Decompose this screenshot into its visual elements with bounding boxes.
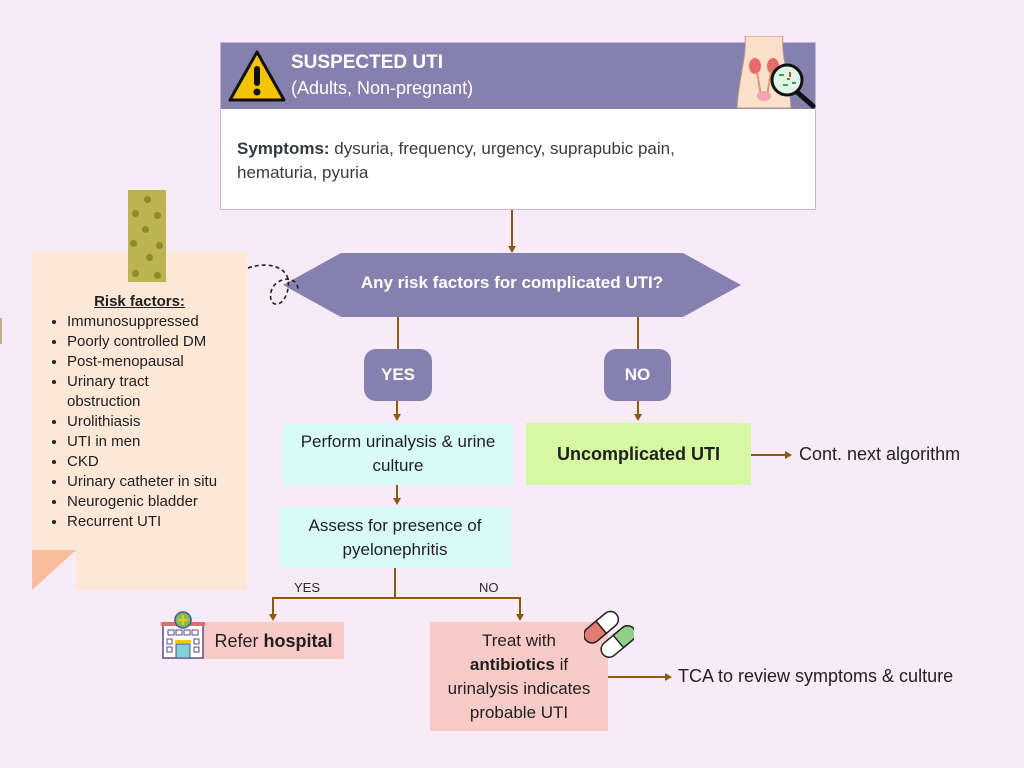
connector-line — [396, 401, 398, 415]
yes-branch-label: YES — [364, 349, 432, 401]
treat-antibiotics-box: Treat with antibiotics if urinalysis ind… — [430, 622, 608, 731]
arrow-head — [393, 498, 401, 505]
connector-line — [519, 597, 521, 615]
connector-line — [394, 568, 396, 598]
refer-hospital-bold: hospital — [263, 630, 333, 651]
risk-factor-decision: Any risk factors for complicated UTI? — [283, 253, 741, 317]
next-algorithm-text: Cont. next algorithm — [799, 444, 961, 464]
risk-factor-item: Immunosuppressed — [67, 312, 217, 332]
note-corner-fold — [32, 550, 76, 590]
header-title: SUSPECTED UTI — [291, 52, 444, 73]
connector-line — [397, 317, 399, 349]
connector-line — [511, 210, 513, 248]
treat-line-3: urinalysis indicates — [447, 678, 591, 698]
tape-decoration — [128, 190, 166, 282]
treat-line-2: antibiotics if — [470, 653, 568, 677]
connector-line — [608, 676, 665, 678]
risk-factor-item: Urolithiasis — [67, 412, 217, 432]
edge-mark — [0, 318, 2, 344]
uncomplicated-uti-box: Uncomplicated UTI — [526, 423, 751, 485]
followup-text: TCA to review symptoms & culture — [678, 666, 954, 686]
treat-antibiotics-bold: antibiotics — [469, 654, 555, 674]
header-subtitle: (Adults, Non-pregnant) — [291, 78, 474, 98]
risk-factor-item: Urinary catheter in situ — [67, 472, 217, 492]
hospital-icon — [161, 611, 205, 659]
warning-triangle-icon — [228, 50, 286, 102]
pyelo-yes-label: YES — [294, 580, 321, 595]
dashed-curl-decoration — [247, 264, 299, 305]
arrow-head — [634, 414, 642, 421]
arrow-head — [508, 246, 516, 253]
risk-factors-note: Risk factors: Immunosuppressed Poorly co… — [32, 252, 247, 590]
connector-line — [272, 597, 274, 615]
urinary-tract-magnifier-icon — [736, 36, 816, 109]
risk-factor-item: Post-menopausal — [67, 352, 217, 372]
risk-factor-item: UTI in men — [67, 432, 217, 452]
no-branch-label: NO — [604, 349, 671, 401]
risk-factors-list: Immunosuppressed Poorly controlled DM Po… — [50, 312, 217, 532]
refer-hospital-box: Refer hospital — [203, 622, 344, 659]
header-band: SUSPECTED UTI (Adults, Non-pregnant) — [221, 43, 815, 109]
connector-line — [637, 401, 639, 415]
refer-prefix: Refer — [214, 630, 264, 651]
risk-factor-item: Poorly controlled DM — [67, 332, 217, 352]
connector-line — [637, 317, 639, 349]
decision-shape — [283, 253, 741, 317]
risk-factor-item: Neurogenic bladder — [67, 492, 217, 512]
decision-question: Any risk factors for complicated UTI? — [360, 273, 664, 292]
arrow-head — [269, 614, 277, 621]
risk-factor-item: Recurrent UTI — [67, 512, 217, 532]
urinalysis-step: Perform urinalysis & urine culture — [283, 423, 513, 485]
arrow-head — [516, 614, 524, 621]
symptoms-list: dysuria, frequency, urgency, suprapubic … — [237, 139, 675, 182]
treat-line-4: probable UTI — [469, 702, 569, 722]
connector-line — [751, 454, 786, 456]
risk-factor-item: CKD — [67, 452, 217, 472]
pyelo-no-label: NO — [479, 580, 499, 595]
connector-line — [396, 485, 398, 499]
arrow-head — [785, 451, 792, 459]
symptoms-label: Symptoms: — [237, 139, 330, 158]
treat-line-1: Treat with — [481, 630, 556, 650]
arrow-head — [665, 673, 672, 681]
arrow-head — [393, 414, 401, 421]
suspected-uti-card: SUSPECTED UTI (Adults, Non-pregnant) Sym… — [220, 42, 816, 210]
connector-line — [272, 597, 521, 599]
capsule-icon — [584, 610, 634, 658]
treat-if: if — [554, 654, 569, 674]
pyelonephritis-assessment: Assess for presence of pyelonephritis — [279, 507, 511, 568]
risk-factors-title: Risk factors: — [94, 293, 185, 310]
risk-factor-item: Urinary tract obstruction — [67, 372, 187, 412]
symptoms-text: Symptoms: dysuria, frequency, urgency, s… — [237, 137, 755, 185]
